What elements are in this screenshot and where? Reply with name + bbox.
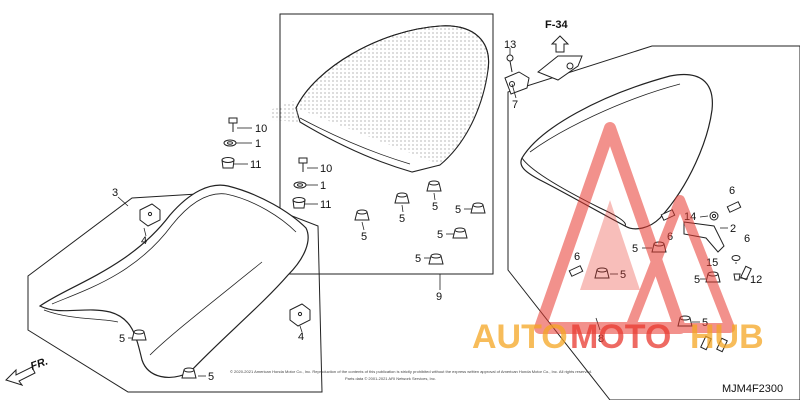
rear-seat-cushions-6 (568, 201, 752, 353)
callout-6-c: 6 (574, 251, 580, 263)
callout-5-rear-c: 5 (694, 274, 700, 286)
callout-5-rear-a: 5 (632, 243, 638, 255)
callout-2: 2 (730, 223, 736, 235)
callout-3: 3 (112, 187, 118, 199)
callout-5-cowl-f: 5 (415, 253, 421, 265)
washer-1-lower (293, 181, 307, 189)
f34-arrow-icon (537, 35, 583, 81)
watermark-moto: MOTO (570, 318, 671, 356)
bracket-7 (504, 54, 530, 95)
bolt-10-upper (228, 117, 238, 132)
cowl-panel-frame (279, 13, 494, 275)
callout-5-seat-left: 5 (119, 333, 125, 345)
callout-4-right: 4 (298, 331, 304, 343)
callout-11-lower: 11 (320, 199, 331, 211)
callout-5-seat-bottom: 5 (208, 371, 214, 383)
callout-6-a: 6 (729, 185, 735, 197)
collar-11-upper (221, 157, 235, 169)
callout-9: 9 (436, 291, 442, 303)
callout-8: 8 (598, 333, 604, 345)
callout-5-cowl-e: 5 (437, 229, 443, 241)
callout-6-d: 6 (744, 233, 750, 245)
watermark-auto: AUTO (472, 318, 568, 356)
bolt-10-lower (298, 157, 308, 172)
collar-11-lower (292, 197, 306, 209)
callout-11-upper: 11 (250, 159, 261, 171)
callout-5-cowl-c: 5 (432, 201, 438, 213)
washer-1-upper (223, 139, 237, 147)
callout-5-cowl-a: 5 (361, 231, 367, 243)
watermark-text: AUTO MOTO HUB (472, 318, 764, 356)
callout-1-upper: 1 (255, 138, 261, 150)
front-direction-arrow-icon (5, 366, 36, 386)
figure-ref-label: F-34 (545, 19, 569, 31)
callout-10-upper: 10 (255, 123, 267, 135)
callout-5-cowl-b: 5 (399, 213, 405, 225)
callout-4-left: 4 (141, 235, 147, 247)
seat-cowl-9 (270, 25, 490, 173)
watermark-logo (534, 122, 735, 334)
rear-panel-frame (507, 45, 800, 400)
callout-7: 7 (512, 99, 518, 111)
seat-hooks-4 (139, 203, 311, 327)
seat-grommets (131, 329, 197, 379)
seat-3 (38, 184, 309, 378)
seat-panel-frame (27, 191, 323, 393)
watermark-hub: HUB (690, 318, 764, 356)
rear-seat-hardware (731, 255, 741, 281)
copyright-line-2: Parts data © 2001-2021 ARI Network Servi… (345, 376, 436, 381)
callout-10-lower: 10 (320, 163, 332, 175)
callout-1-lower: 1 (320, 180, 326, 192)
callout-12: 12 (750, 274, 762, 286)
diagram-code: MJM4F2300 (722, 383, 783, 395)
callout-13: 13 (504, 39, 516, 51)
copyright-line-1: © 2020-2021 American Honda Motor Co., In… (230, 369, 592, 374)
front-direction-label: FR. (29, 355, 50, 372)
callout-5-cowl-d: 5 (455, 204, 461, 216)
callout-5-rear-b: 5 (620, 269, 626, 281)
cowl-grommets (354, 180, 486, 265)
